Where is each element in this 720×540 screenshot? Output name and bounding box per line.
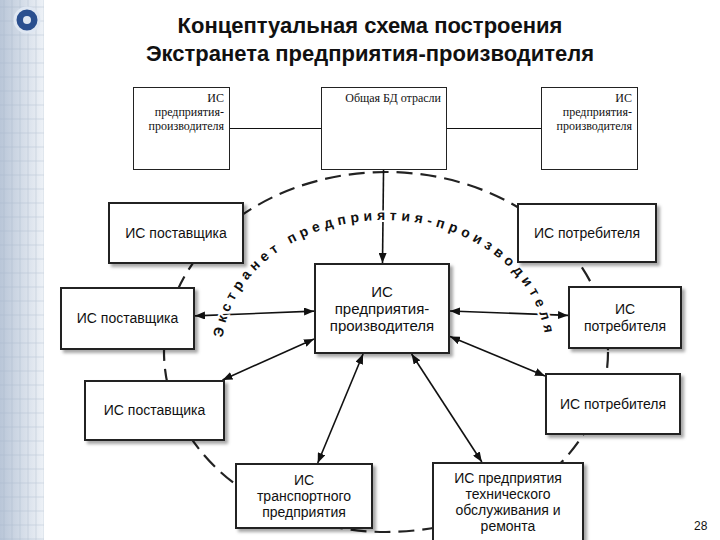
central-system-box: ИС предприятия-производителя: [314, 263, 450, 354]
data-flow-arrow: [195, 311, 314, 316]
slide-title: Концептуальная схема построения Экстране…: [120, 12, 620, 67]
partner-system-box: ИС транспортного предприятия: [235, 463, 373, 529]
node-label: ИС предприятия-производителя: [139, 92, 224, 133]
node-label: Общая БД отрасли: [327, 92, 441, 106]
node-label: ИС предприятия технического обслуживания…: [442, 470, 574, 534]
node-label: ИС предприятия-производителя: [324, 283, 440, 335]
partner-system-box: ИС поставщика: [108, 202, 244, 264]
node-label: ИС поставщика: [77, 310, 178, 326]
data-flow-arrow: [450, 337, 545, 376]
node-label: ИС поставщика: [104, 402, 205, 418]
partner-system-box: ИС потребителя: [568, 286, 682, 349]
page-number: 28: [694, 519, 707, 533]
system-box: ИС предприятия-производителя: [133, 87, 230, 170]
link-line: [447, 128, 541, 129]
partner-system-box: ИС потребителя: [517, 203, 657, 263]
node-label: ИС потребителя: [560, 396, 666, 412]
side-strip: [0, 0, 44, 540]
node-label: ИС потребителя: [578, 301, 672, 333]
data-flow-arrow: [318, 354, 363, 463]
partner-system-box: ИС поставщика: [60, 287, 195, 350]
partner-system-box: ИС потребителя: [545, 373, 681, 435]
node-label: ИС потребителя: [534, 225, 640, 241]
link-line: [230, 128, 321, 129]
node-label: ИС поставщика: [125, 225, 226, 241]
system-box: ИС предприятия-производителя: [541, 87, 638, 170]
node-label: ИС предприятия-производителя: [547, 92, 632, 133]
partner-system-box: ИС поставщика: [84, 380, 225, 441]
data-flow-arrow: [223, 339, 314, 380]
node-label: ИС транспортного предприятия: [245, 472, 363, 520]
data-flow-arrow: [412, 354, 482, 462]
system-box: Общая БД отрасли: [321, 87, 447, 170]
strip-texture: [0, 0, 44, 540]
corner-icon-dot: [23, 16, 31, 24]
corner-icon: [15, 8, 39, 32]
partner-system-box: ИС предприятия технического обслуживания…: [432, 462, 584, 540]
